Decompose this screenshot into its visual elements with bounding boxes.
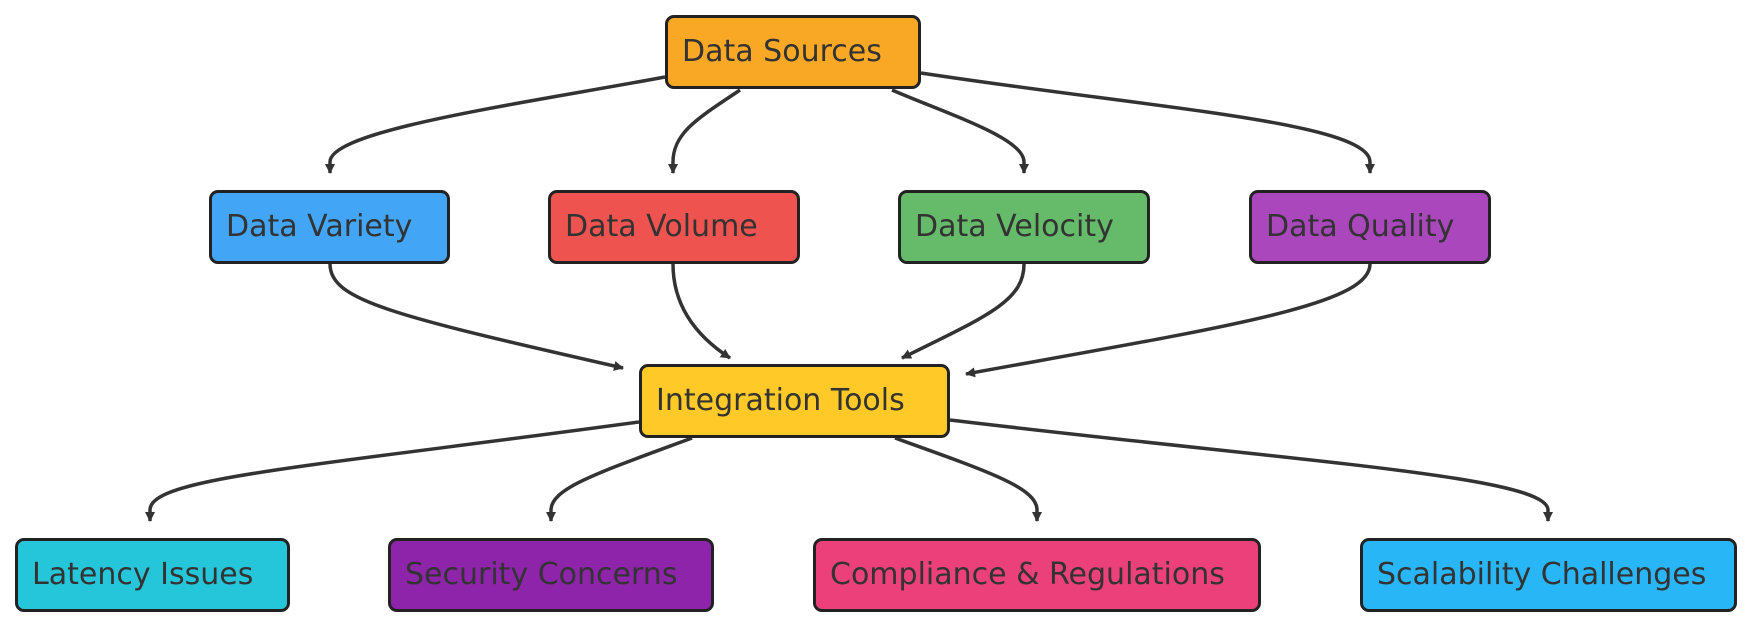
edge-velocity-to-integration: [901, 263, 1026, 360]
node-label: Data Volume: [565, 209, 758, 244]
edge-integration-to-latency: [145, 420, 640, 522]
node-label: Compliance & Regulations: [830, 557, 1225, 592]
edge-volume-to-integration: [671, 263, 731, 360]
node-integration-tools[interactable]: Integration Tools: [639, 364, 950, 438]
node-label: Data Quality: [1266, 209, 1455, 244]
node-label: Integration Tools: [656, 383, 905, 418]
edge-integration-to-scalability: [949, 418, 1553, 522]
edge-sources-to-velocity: [891, 88, 1029, 174]
node-label: Data Variety: [226, 209, 413, 244]
node-data-sources[interactable]: Data Sources: [665, 15, 921, 89]
node-scalability-challenges[interactable]: Scalability Challenges: [1360, 538, 1737, 612]
edge-sources-to-quality: [920, 71, 1375, 174]
node-label: Security Concerns: [405, 557, 678, 592]
node-data-volume[interactable]: Data Volume: [548, 190, 800, 264]
node-data-velocity[interactable]: Data Velocity: [898, 190, 1150, 264]
node-label: Scalability Challenges: [1377, 557, 1707, 592]
edge-variety-to-integration: [328, 263, 624, 371]
node-label: Latency Issues: [32, 557, 254, 592]
node-label: Data Sources: [682, 34, 882, 69]
edge-sources-to-volume: [668, 88, 741, 174]
node-latency-issues[interactable]: Latency Issues: [15, 538, 290, 612]
node-data-quality[interactable]: Data Quality: [1249, 190, 1491, 264]
node-label: Data Velocity: [915, 209, 1114, 244]
edge-integration-to-security: [546, 436, 693, 522]
edge-integration-to-compliance: [894, 436, 1042, 522]
node-data-variety[interactable]: Data Variety: [209, 190, 450, 264]
node-security-concerns[interactable]: Security Concerns: [388, 538, 714, 612]
edge-quality-to-integration: [965, 263, 1372, 378]
node-compliance-regulations[interactable]: Compliance & Regulations: [813, 538, 1261, 612]
edge-sources-to-variety: [325, 75, 666, 174]
